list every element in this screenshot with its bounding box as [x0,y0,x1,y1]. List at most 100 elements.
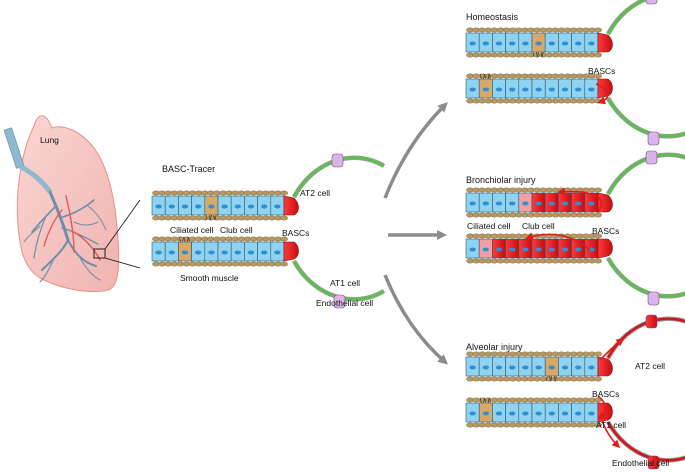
homeostasis-bascs-label: BASCs [588,66,615,76]
cell-nucleus [575,201,582,206]
smooth-muscle-cell [280,236,288,242]
trachea [3,127,53,194]
cell-nucleus [509,247,516,252]
smooth-muscle-band [152,190,288,267]
cell-nucleus [195,250,202,255]
smooth-muscle-cell [594,73,602,79]
cilium [540,51,543,58]
cell-nucleus [535,41,542,46]
basc-cell [597,78,613,99]
cell-nucleus [522,247,529,252]
cell-nucleus [274,250,281,255]
cell-nucleus [561,87,569,92]
cell-nucleus [495,201,503,206]
cilium [182,236,185,243]
smooth-muscle-band [466,351,602,428]
red-curved-arrow-icon [597,395,607,420]
zoom-box [93,248,106,259]
pulmonary-vessels [43,195,101,261]
cell-nucleus [522,201,529,206]
cell-nucleus [575,411,582,416]
at2-cell [333,294,346,309]
basc-cell [597,356,613,377]
red-curved-arrow-icon [595,83,609,105]
cell-nucleus [548,247,555,252]
cell-nucleus [469,365,476,370]
basc-tracer-schematic [151,153,386,309]
cell-nucleus [561,201,569,206]
cell-nucleus [588,201,595,206]
smooth-muscle-cell [280,190,288,196]
cell-nucleus [561,41,569,46]
cilium [484,73,487,80]
homeostasis-title: Homeostasis [466,12,519,22]
cell-nucleus [221,204,228,209]
basc-cell [597,238,613,259]
cell-nucleus [168,250,175,255]
alveolar-at2-label: AT2 cell [635,361,665,371]
cell-nucleus [482,41,489,46]
bronchiolar-injury-schematic [465,150,685,306]
tracer-club-label: Club cell [220,225,253,235]
cell-nucleus [469,87,476,92]
cell-nucleus [535,411,542,416]
smooth-muscle-cell [594,52,602,58]
cell-nucleus [247,250,255,255]
cell-nucleus [181,204,189,209]
cell-nucleus [522,365,529,370]
cell-nucleus [195,204,202,209]
cell-nucleus [588,411,595,416]
cilium [179,236,181,243]
cilium [479,397,482,404]
cell-nucleus [168,204,175,209]
cell-nucleus [482,87,489,92]
cell-nucleus [548,411,555,416]
tracer-title: BASC-Tracer [162,164,215,174]
cell-nucleus [261,250,268,255]
cilium [489,73,491,80]
cilium [545,375,548,382]
gray-arrow-icon [383,274,449,365]
cell-nucleus [247,204,255,209]
cell-nucleus [482,201,489,206]
cell-nucleus [234,250,241,255]
cell-nucleus [561,247,569,252]
tracer-bascs-label: BASCs [282,228,309,238]
tracer-at1-label: AT1 cell [330,278,360,288]
cell-nucleus [548,365,555,370]
cilium [483,73,485,80]
basc-cell [597,32,613,53]
cell-nucleus [509,365,516,370]
bronchiolar-title: Bronchiolar injury [466,175,536,185]
cilium [483,397,485,404]
cell-nucleus [575,247,582,252]
bronchiolar-ciliated-label: Ciliated cell [467,221,511,231]
alveolar-injury-schematic [465,314,685,470]
smooth-muscle-cell [594,258,602,264]
smooth-muscle-band [466,27,602,104]
at2-cell [331,153,344,168]
cilium [535,51,538,58]
cell-nucleus [482,365,489,370]
cell-nucleus [575,87,582,92]
cilium [183,236,186,243]
cell-nucleus [535,247,542,252]
ciliated-cell-icon [179,236,190,243]
smooth-muscle-cell [594,212,602,218]
cell-nucleus [181,250,189,255]
cell-nucleus [561,411,569,416]
at2-cell [645,150,658,165]
cell-nucleus [495,365,503,370]
basc-cell [283,195,299,216]
at2-cell [647,455,660,470]
cell-nucleus [509,201,516,206]
cilium [555,375,557,382]
alveolar-wall [606,256,685,299]
alveolar-title: Alveolar injury [466,342,523,352]
cell-nucleus [482,411,489,416]
cell-nucleus [548,41,555,46]
cell-nucleus [588,41,595,46]
cell-nucleus [495,411,503,416]
tracer-ciliated-label: Ciliated cell [170,225,214,235]
